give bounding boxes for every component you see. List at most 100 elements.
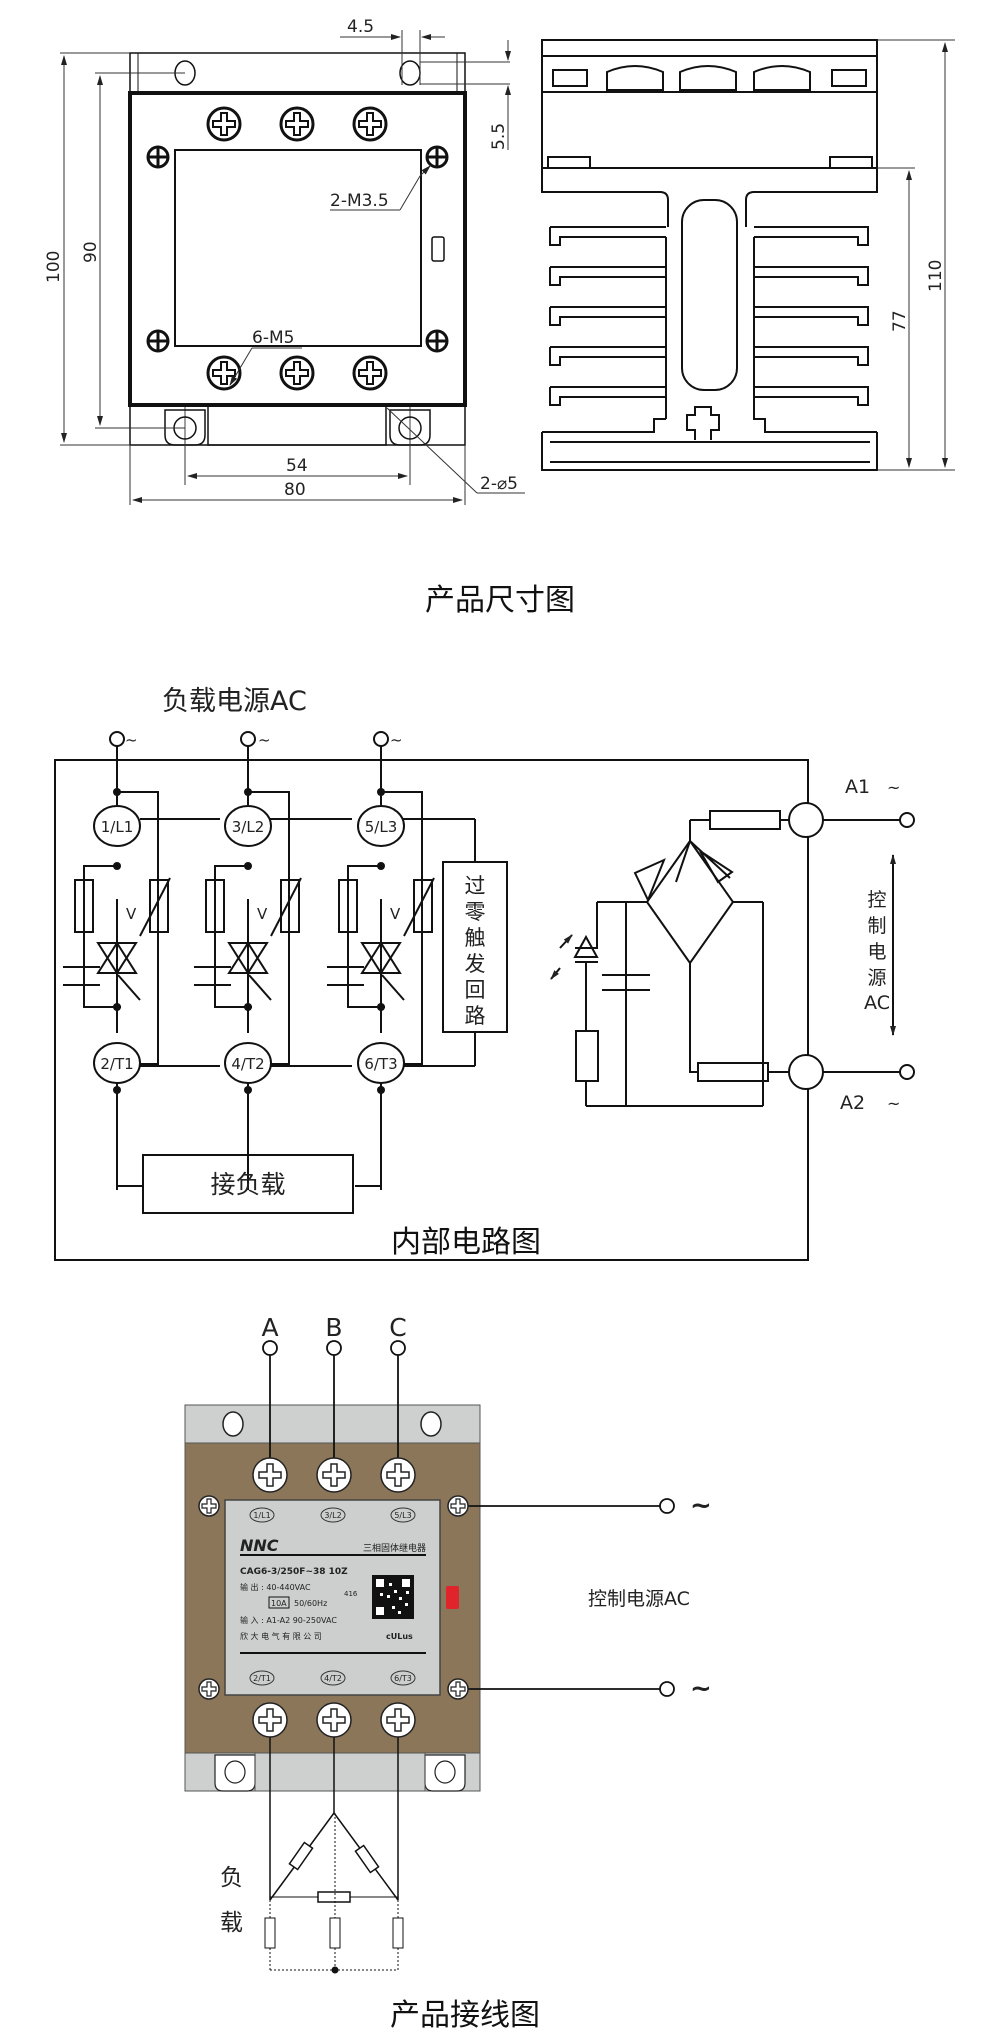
phase-label-b: B bbox=[325, 1313, 342, 1342]
side-dimension-lines bbox=[877, 39, 955, 471]
line-terminal-screw-icon bbox=[252, 1457, 288, 1493]
plate-terminal: 6/T3 bbox=[394, 1674, 412, 1683]
phase-label-c: C bbox=[389, 1313, 406, 1342]
zero-cross-char: 回 bbox=[465, 978, 486, 1002]
caption-dimensions: 产品尺寸图 bbox=[425, 583, 575, 618]
dim-hole-height: 90 bbox=[81, 241, 101, 263]
dim-overall-height: 100 bbox=[44, 251, 64, 283]
m35-screw-icon bbox=[146, 145, 170, 169]
terminal-label: 5/L3 bbox=[365, 818, 398, 836]
plate-terminal: 5/L3 bbox=[394, 1511, 411, 1520]
frequency-rating: 50/60Hz bbox=[294, 1599, 327, 1608]
dim-hole-pitch: 4.5 bbox=[347, 17, 374, 37]
control-supply-char: 源 bbox=[867, 967, 886, 989]
plate-terminal: 4/T2 bbox=[324, 1674, 342, 1683]
callout-mount-holes: 2-⌀5 bbox=[480, 474, 518, 494]
caption-wiring: 产品接线图 bbox=[390, 1998, 540, 2033]
phase-circuit bbox=[63, 731, 171, 1190]
load-terminal-screw-icon bbox=[252, 1702, 288, 1738]
tilde-symbol: ~ bbox=[887, 1094, 900, 1113]
zero-cross-char: 发 bbox=[465, 952, 486, 976]
zero-cross-char: 零 bbox=[465, 900, 486, 924]
input-rating: 输 入 : A1-A2 90-250VAC bbox=[240, 1615, 337, 1625]
terminal-label: 2/T1 bbox=[100, 1055, 133, 1073]
zero-cross-char: 触 bbox=[465, 926, 486, 950]
control-supply-label: 控制电源AC bbox=[588, 1588, 690, 1610]
tilde-symbol: ~ bbox=[258, 731, 271, 749]
plate-terminal: 3/L2 bbox=[324, 1511, 341, 1520]
model-number: CAG6-3/250F~38 10Z bbox=[240, 1567, 348, 1577]
side-view bbox=[541, 39, 878, 471]
terminal-label: 6/T3 bbox=[364, 1055, 397, 1073]
terminal-label: 4/T2 bbox=[231, 1055, 264, 1073]
load-supply-label: 负载电源AC bbox=[162, 686, 307, 717]
terminal-a2: A2 bbox=[840, 1092, 865, 1114]
control-supply-char: 电 bbox=[867, 941, 886, 963]
m5-screw-icon bbox=[352, 106, 388, 142]
phase-label-a: A bbox=[261, 1313, 278, 1342]
junction-dots bbox=[113, 788, 385, 1094]
m35-screw-icon bbox=[425, 329, 449, 353]
circuit-boundary bbox=[54, 759, 809, 1261]
cert-mark: cULus bbox=[386, 1632, 413, 1641]
control-screw-icon bbox=[198, 1678, 220, 1700]
m5-screw-icon bbox=[352, 355, 388, 391]
control-screw-icon bbox=[198, 1495, 220, 1517]
load-terminal-screw-icon bbox=[380, 1702, 416, 1738]
m5-screw-icon bbox=[279, 355, 315, 391]
control-screw-icon bbox=[447, 1495, 469, 1517]
varistor-label: V bbox=[390, 905, 401, 923]
m5-screw-icon bbox=[206, 355, 242, 391]
plate-terminal: 1/L1 bbox=[253, 1511, 270, 1520]
varistor-label: V bbox=[126, 905, 137, 923]
m5-screw-icon bbox=[279, 106, 315, 142]
line-terminal-screw-icon bbox=[380, 1457, 416, 1493]
terminal-label: 1/L1 bbox=[101, 818, 134, 836]
mount-hole bbox=[434, 1760, 456, 1784]
load-label-char: 载 bbox=[220, 1910, 243, 1936]
circuit-diagram: 负载电源AC bbox=[54, 686, 915, 1261]
dim-hole-spacing: 54 bbox=[286, 456, 308, 476]
load-wiring bbox=[269, 1737, 399, 1903]
tilde-symbol: ~ bbox=[690, 1491, 712, 1521]
tilde-symbol: ~ bbox=[887, 778, 900, 797]
load-box-label: 接负载 bbox=[210, 1170, 285, 1199]
mount-hole bbox=[420, 1411, 442, 1437]
dimension-drawing: 4.5 5.5 100 90 54 80 2-M3.5 6-M5 2-⌀5 bbox=[44, 17, 955, 618]
tilde-symbol: ~ bbox=[390, 731, 403, 749]
output-rating: 输 出 : 40-440VAC bbox=[240, 1582, 311, 1592]
qr-code bbox=[372, 1575, 414, 1619]
callout-m35: 2-M3.5 bbox=[330, 191, 389, 211]
m5-screw-icon bbox=[206, 106, 242, 142]
dim-heatsink-height: 77 bbox=[890, 310, 910, 332]
load-label-char: 负 bbox=[220, 1865, 243, 1891]
control-supply-char: AC bbox=[864, 992, 890, 1014]
tilde-symbol: ~ bbox=[125, 731, 138, 749]
caption-circuit: 内部电路图 bbox=[391, 1225, 541, 1260]
zero-cross-char: 过 bbox=[465, 874, 486, 898]
company-name: 欣 大 电 气 有 限 公 司 bbox=[240, 1631, 322, 1641]
terminal-a1: A1 bbox=[845, 776, 870, 798]
star-node bbox=[331, 1966, 339, 1974]
m35-screw-icon bbox=[146, 329, 170, 353]
terminal-circles bbox=[93, 805, 405, 1084]
line-terminal-screw-icon bbox=[316, 1457, 352, 1493]
plate-code: 416 bbox=[344, 1590, 358, 1598]
brand-logo: NNC bbox=[240, 1536, 279, 1555]
status-led bbox=[446, 1586, 459, 1609]
mount-hole bbox=[222, 1411, 244, 1437]
control-supply-char: 制 bbox=[867, 915, 886, 937]
product-type: 三相固体继电器 bbox=[363, 1542, 426, 1554]
m35-screw-icon bbox=[425, 145, 449, 169]
dim-side-height: 110 bbox=[926, 260, 946, 292]
control-screw-icon bbox=[447, 1678, 469, 1700]
varistor-label: V bbox=[257, 905, 268, 923]
load-terminal-screw-icon bbox=[316, 1702, 352, 1738]
current-rating: 10A bbox=[271, 1599, 287, 1608]
dimension-lines bbox=[60, 30, 525, 505]
dim-overall-width: 80 bbox=[284, 480, 306, 500]
terminal-label: 3/L2 bbox=[232, 818, 265, 836]
plate-terminal: 2/T1 bbox=[253, 1674, 271, 1683]
callout-m5: 6-M5 bbox=[252, 328, 294, 348]
